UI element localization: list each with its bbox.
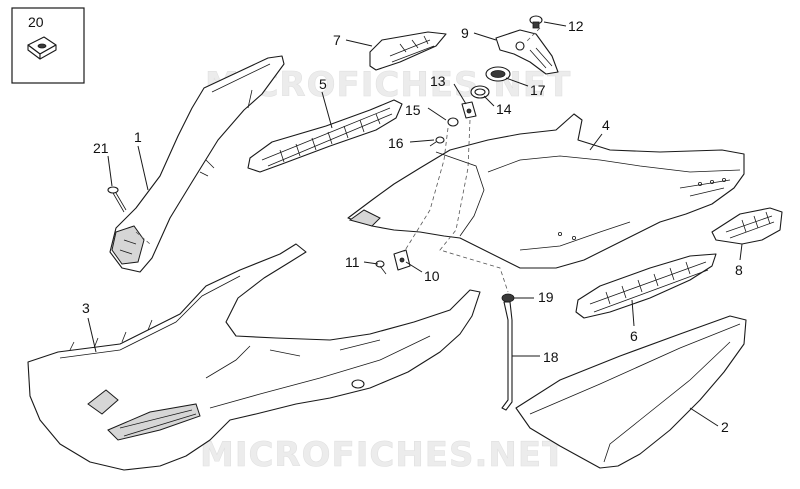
assembly-line-1 (135, 231, 151, 245)
part-13-clip (461, 101, 477, 119)
part-15-washer (447, 117, 459, 127)
callout-19: 19 (538, 289, 554, 305)
assembly-line-3 (439, 119, 509, 293)
callout-16: 16 (388, 135, 404, 151)
callout-21: 21 (93, 140, 109, 156)
callout-7: 7 (333, 32, 341, 48)
callout-10: 10 (424, 268, 440, 284)
callout-8: 8 (735, 262, 743, 278)
callout-5: 5 (319, 76, 327, 92)
part-6-footrest-mat (575, 253, 717, 319)
callout-9: 9 (461, 25, 469, 41)
callout-11: 11 (345, 254, 360, 270)
assembly-line-4 (525, 27, 541, 43)
callout-13: 13 (430, 73, 446, 89)
callout-3: 3 (82, 300, 90, 316)
part-5-footrest-mat (247, 99, 403, 173)
assembly-line-2 (403, 127, 449, 253)
part-4-floor-panel (347, 113, 745, 269)
callout-15: 15 (405, 102, 421, 118)
callout-2: 2 (721, 419, 729, 435)
part-10-clip (393, 249, 411, 271)
part-1-side-rail (109, 55, 285, 273)
callout-17: 17 (530, 82, 546, 98)
leader-lines (87, 21, 743, 427)
callout-14: 14 (496, 101, 512, 117)
part-3-lower-frame-cover (27, 243, 481, 471)
part-9-bracket (495, 29, 559, 75)
callout-1: 1 (134, 129, 142, 145)
callout-12: 12 (568, 18, 584, 34)
part-12-screw (529, 15, 543, 29)
part-20-clip-box (11, 7, 85, 84)
part-19-grommet (501, 293, 515, 303)
callout-4: 4 (602, 117, 610, 133)
watermark-bottom: MICROFICHES.NET (200, 435, 566, 475)
callout-18: 18 (543, 349, 559, 365)
part-2-side-panel (515, 315, 747, 469)
part-18-drain-tube (501, 301, 513, 411)
part-11-screw (375, 260, 387, 275)
part-21-screw (107, 186, 127, 213)
part-8-small-mat (711, 207, 783, 245)
callout-20: 20 (28, 14, 44, 30)
part-16-screw (429, 136, 445, 147)
part-14-ring (470, 85, 490, 99)
callout-6: 6 (630, 328, 638, 344)
part-17-ring (485, 66, 511, 82)
part-7-cover-piece (369, 31, 447, 71)
